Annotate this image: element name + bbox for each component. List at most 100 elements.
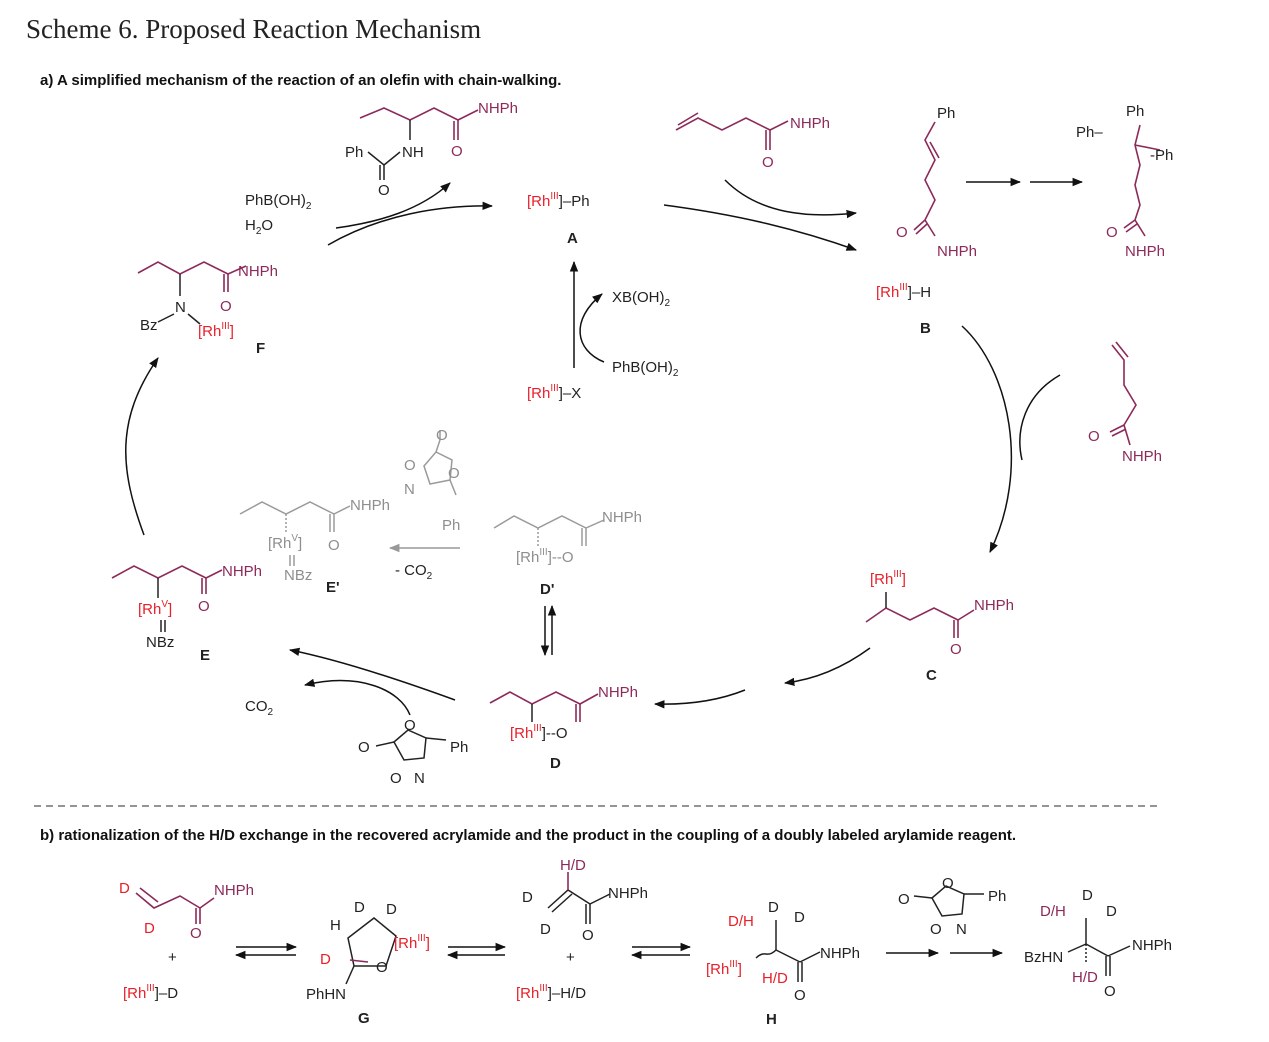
equilibrium-3 (630, 942, 692, 960)
svg-text:NHPh: NHPh (820, 945, 860, 962)
svg-text:D: D (386, 901, 397, 918)
substrate-olefin-top: NHPh O (675, 112, 830, 171)
svg-text:Ph–: Ph– (1076, 124, 1103, 141)
intermediate-c: [RhIII] NHPh O C (865, 569, 1014, 684)
svg-text:NBz: NBz (284, 567, 312, 584)
svg-text:H/D: H/D (560, 857, 586, 874)
svg-text:[RhIII]: [RhIII] (706, 959, 742, 978)
svg-text:[RhIII]–H: [RhIII]–H (876, 282, 931, 301)
svg-text:NHPh: NHPh (974, 597, 1014, 614)
substrate-olefin-right: O NHPh (1088, 341, 1162, 465)
arrow-d-to-e (288, 647, 456, 701)
svg-text:NHPh: NHPh (608, 885, 648, 902)
arrow-b-to-c (961, 325, 1013, 553)
svg-text:D: D (794, 909, 805, 926)
svg-text:NHPh: NHPh (222, 563, 262, 580)
svg-text:N: N (175, 299, 186, 316)
svg-text:[RhIII]–Ph: [RhIII]–Ph (527, 191, 590, 210)
final-product: D/H D D BzHN H/D NHPh O (1024, 887, 1172, 1000)
svg-text:O: O (1088, 428, 1100, 445)
reagent-co2: CO2 (245, 698, 274, 718)
svg-text:[RhIII]: [RhIII] (198, 321, 234, 340)
intermediate-e: NHPh O [RhV] NBz E (111, 563, 262, 664)
scheme-title: Scheme 6. Proposed Reaction Mechanism (26, 14, 482, 44)
svg-text:F: F (256, 340, 265, 357)
svg-text:D': D' (540, 581, 554, 598)
arrow-olefin2-in (1019, 374, 1061, 461)
intermediate-f: NHPh O N Bz [RhIII] F (137, 261, 278, 357)
svg-text:O: O (582, 927, 594, 944)
product-benzamide: NHPh O NH Ph O (345, 100, 518, 199)
dioxazolone-bottom: O O Ph O N (358, 717, 468, 787)
deuterated-acrylamide: D D NHPh O + [RhIII]–D (119, 880, 254, 1002)
svg-text:NHPh: NHPh (214, 882, 254, 899)
svg-text:[RhIII]–H/D: [RhIII]–H/D (516, 983, 586, 1002)
svg-text:NHPh: NHPh (238, 263, 278, 280)
svg-text:O: O (448, 465, 460, 482)
svg-text:[RhIII]–X: [RhIII]–X (527, 383, 581, 402)
section-a-heading: a) A simplified mechanism of the reactio… (40, 72, 562, 89)
svg-text:D: D (1082, 887, 1093, 904)
metallacycle-g: H D D D [RhIII] O PhHN G (306, 899, 430, 1027)
svg-text:D: D (540, 921, 551, 938)
svg-text:NHPh: NHPh (602, 509, 642, 526)
svg-text:NH: NH (402, 144, 424, 161)
svg-text:A: A (567, 230, 578, 247)
svg-text:O: O (390, 770, 402, 787)
arrow-product-release-f (335, 182, 451, 229)
svg-text:PhHN: PhHN (306, 986, 346, 1003)
svg-text:O: O (930, 921, 942, 938)
arrow-c-to-d-a (783, 647, 871, 687)
svg-text:C: C (926, 667, 937, 684)
arrow-f-to-a (327, 201, 494, 246)
equilibrium-d-dp (540, 604, 557, 657)
dioxazolone-gray: O O O N Ph (404, 427, 460, 534)
svg-text:NHPh: NHPh (1125, 243, 1165, 260)
intermediate-d-prime: NHPh [RhIII]--O D' (493, 509, 642, 598)
svg-text:N: N (414, 770, 425, 787)
svg-text:O: O (404, 717, 416, 734)
section-b-heading: b) rationalization of the H/D exchange i… (40, 827, 1017, 844)
svg-text:D/H: D/H (1040, 903, 1066, 920)
svg-text:O: O (404, 457, 416, 474)
svg-text:[RhIII]–D: [RhIII]–D (123, 983, 178, 1002)
styrene-product: Ph O NHPh (896, 105, 977, 260)
svg-text:NHPh: NHPh (1122, 448, 1162, 465)
reagent-phb-oh2-2: PhB(OH)2 (612, 359, 679, 379)
intermediate-h: D/H D D [RhIII] H/D NHPh O H (706, 899, 860, 1028)
reagent-h2o: H2O (245, 217, 273, 237)
svg-text:NHPh: NHPh (350, 497, 390, 514)
svg-text:[RhIII]--O: [RhIII]--O (516, 547, 574, 566)
svg-text:D: D (144, 920, 155, 937)
svg-text:D: D (320, 951, 331, 968)
arrow-c-to-d (653, 689, 746, 709)
svg-text:+: + (168, 949, 177, 966)
svg-text:O: O (378, 182, 390, 199)
arrow-olefin-in (724, 179, 858, 219)
svg-text:Bz: Bz (140, 317, 158, 334)
svg-text:-Ph: -Ph (1150, 147, 1173, 164)
arrow-dioxazolone-in (303, 678, 411, 716)
catalyst-a: [RhIII]–Ph A (527, 191, 590, 247)
arrow-e-to-f (125, 357, 159, 536)
svg-text:Ph: Ph (450, 739, 468, 756)
svg-text:O: O (436, 427, 448, 444)
svg-text:NBz: NBz (146, 634, 174, 651)
svg-text:BzHN: BzHN (1024, 949, 1063, 966)
svg-text:D: D (550, 755, 561, 772)
svg-text:NHPh: NHPh (598, 684, 638, 701)
svg-text:D: D (1106, 903, 1117, 920)
svg-text:O: O (794, 987, 806, 1004)
svg-text:E': E' (326, 579, 340, 596)
svg-text:O: O (451, 143, 463, 160)
svg-text:O: O (896, 224, 908, 241)
svg-text:O: O (942, 875, 954, 892)
svg-text:O: O (220, 298, 232, 315)
svg-text:N: N (956, 921, 967, 938)
arrow-transmetal (579, 293, 605, 363)
equilibrium-1 (234, 942, 298, 960)
svg-text:O: O (898, 891, 910, 908)
svg-text:D: D (522, 889, 533, 906)
svg-text:O: O (376, 959, 388, 976)
